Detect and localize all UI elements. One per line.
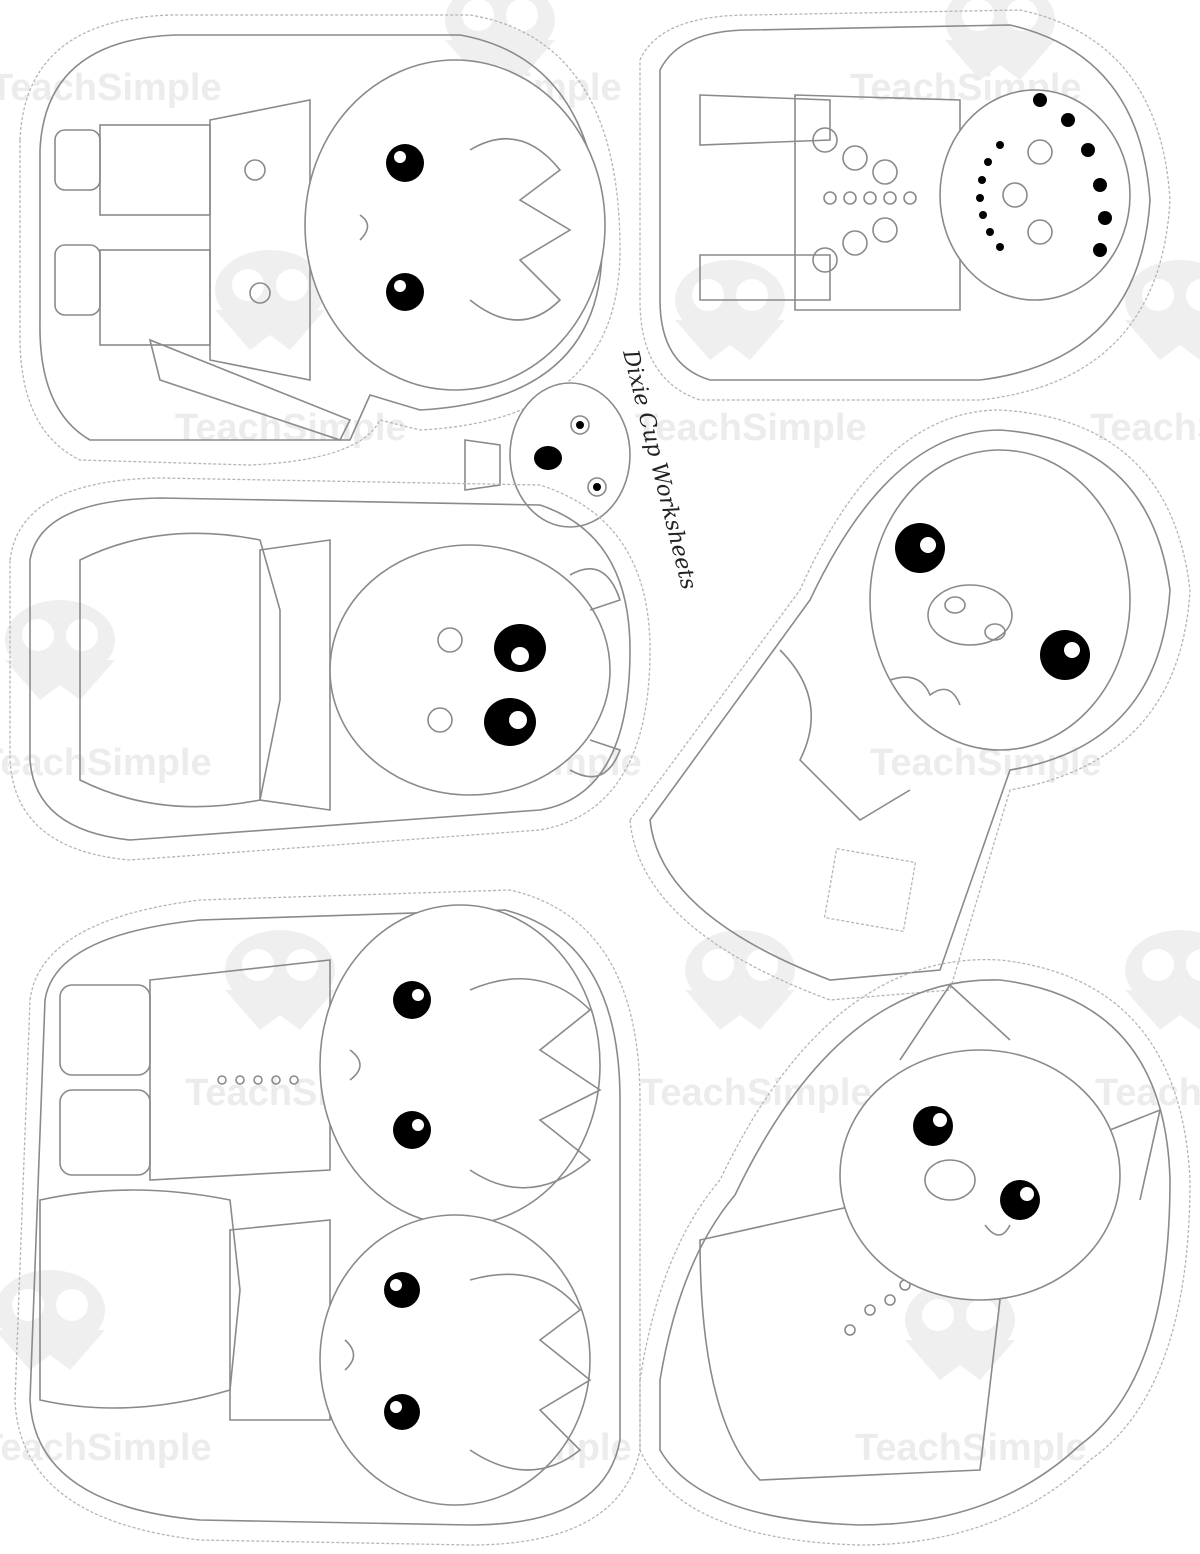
- owl-watermark-icon: [215, 250, 325, 350]
- watermark-text: TeachSimple: [635, 407, 867, 449]
- pig-puppet-icon: [629, 409, 1191, 1001]
- watermark-text: TeachSimple: [0, 1427, 212, 1469]
- cup-icon: [464, 439, 501, 491]
- watermark-text: TeachSimple: [0, 67, 222, 109]
- bear-puppet-icon: [9, 477, 651, 861]
- watermark-text: TeachSimple: [640, 1072, 872, 1114]
- fox-puppet-icon: [639, 958, 1191, 1546]
- watermark-text: TeachSimple: [1095, 1072, 1200, 1114]
- watermark-text: TeachSimple: [175, 407, 407, 449]
- owl-watermark-icon: [685, 930, 795, 1030]
- boy-puppet-icon: [19, 14, 621, 466]
- dog-mascot-icon: [509, 382, 631, 528]
- left-eye-icon: [386, 144, 424, 182]
- owl-watermark-icon: [675, 260, 785, 360]
- owl-watermark-icon: [0, 1270, 105, 1370]
- boy-girl-puppet-icon: [14, 889, 641, 1546]
- owl-watermark-icon: [1125, 930, 1200, 1030]
- watermark-text: TeachSimple: [1090, 407, 1200, 449]
- owl-watermark-icon: [5, 600, 115, 700]
- watermark-text: TeachSimple: [0, 742, 212, 784]
- owl-watermark-icon: [1125, 260, 1200, 360]
- owl-watermark-icon: [225, 930, 335, 1030]
- right-eye-icon: [386, 273, 424, 311]
- gingerbread-puppet-icon: [639, 9, 1171, 401]
- watermark-text: TeachSimple: [855, 1427, 1087, 1469]
